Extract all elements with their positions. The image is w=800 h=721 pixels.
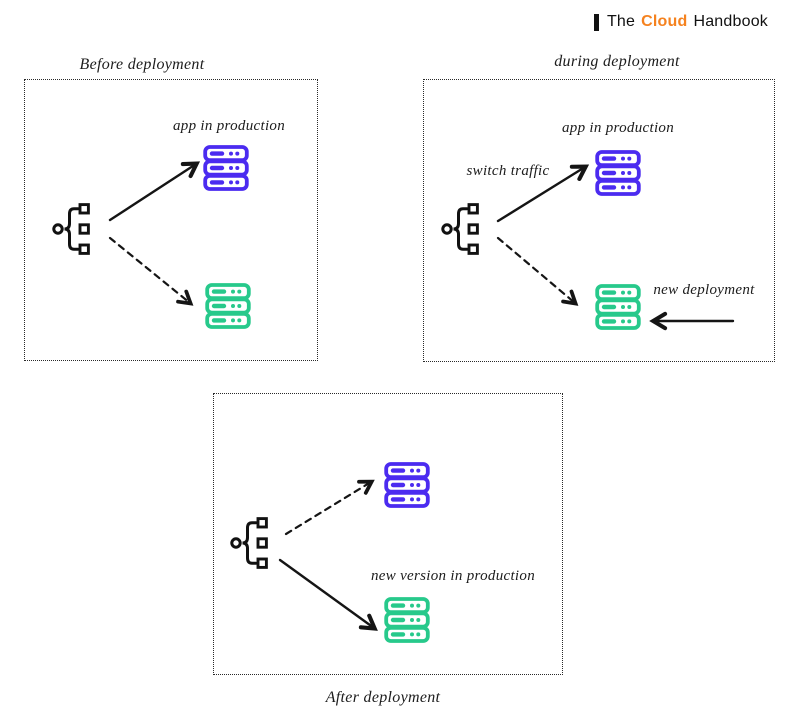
server-stack-green-icon	[384, 597, 430, 643]
server-stack-purple-icon	[595, 150, 641, 196]
server-stack-green-icon	[205, 283, 251, 329]
brand-suffix: Handbook	[693, 13, 768, 30]
load-balancer-icon	[230, 517, 268, 569]
server-stack-purple-icon	[203, 145, 249, 191]
load-balancer-icon	[441, 203, 479, 255]
label-switch-traffic: switch traffic	[466, 163, 550, 179]
server-stack-green-icon	[595, 284, 641, 330]
label-app-in-production-before: app in production	[172, 118, 286, 134]
brand-logo: The Cloud Handbook	[593, 13, 768, 31]
panel-title-before: Before deployment	[79, 56, 205, 73]
panel-title-after: After deployment	[325, 689, 441, 706]
label-new-version-in-production: new version in production	[370, 568, 536, 584]
panel-title-during: during deployment	[554, 53, 680, 70]
server-stack-purple-icon	[384, 462, 430, 508]
panel-after-deployment	[213, 393, 563, 675]
load-balancer-icon	[52, 203, 90, 255]
label-new-deployment: new deployment	[653, 282, 755, 298]
label-app-in-production-during: app in production	[561, 120, 675, 136]
panel-during-deployment	[423, 79, 775, 362]
panel-before-deployment	[24, 79, 318, 361]
brand-highlight: Cloud	[641, 13, 688, 30]
brand-prefix: The	[606, 13, 636, 30]
brand-bar-icon	[593, 13, 599, 31]
